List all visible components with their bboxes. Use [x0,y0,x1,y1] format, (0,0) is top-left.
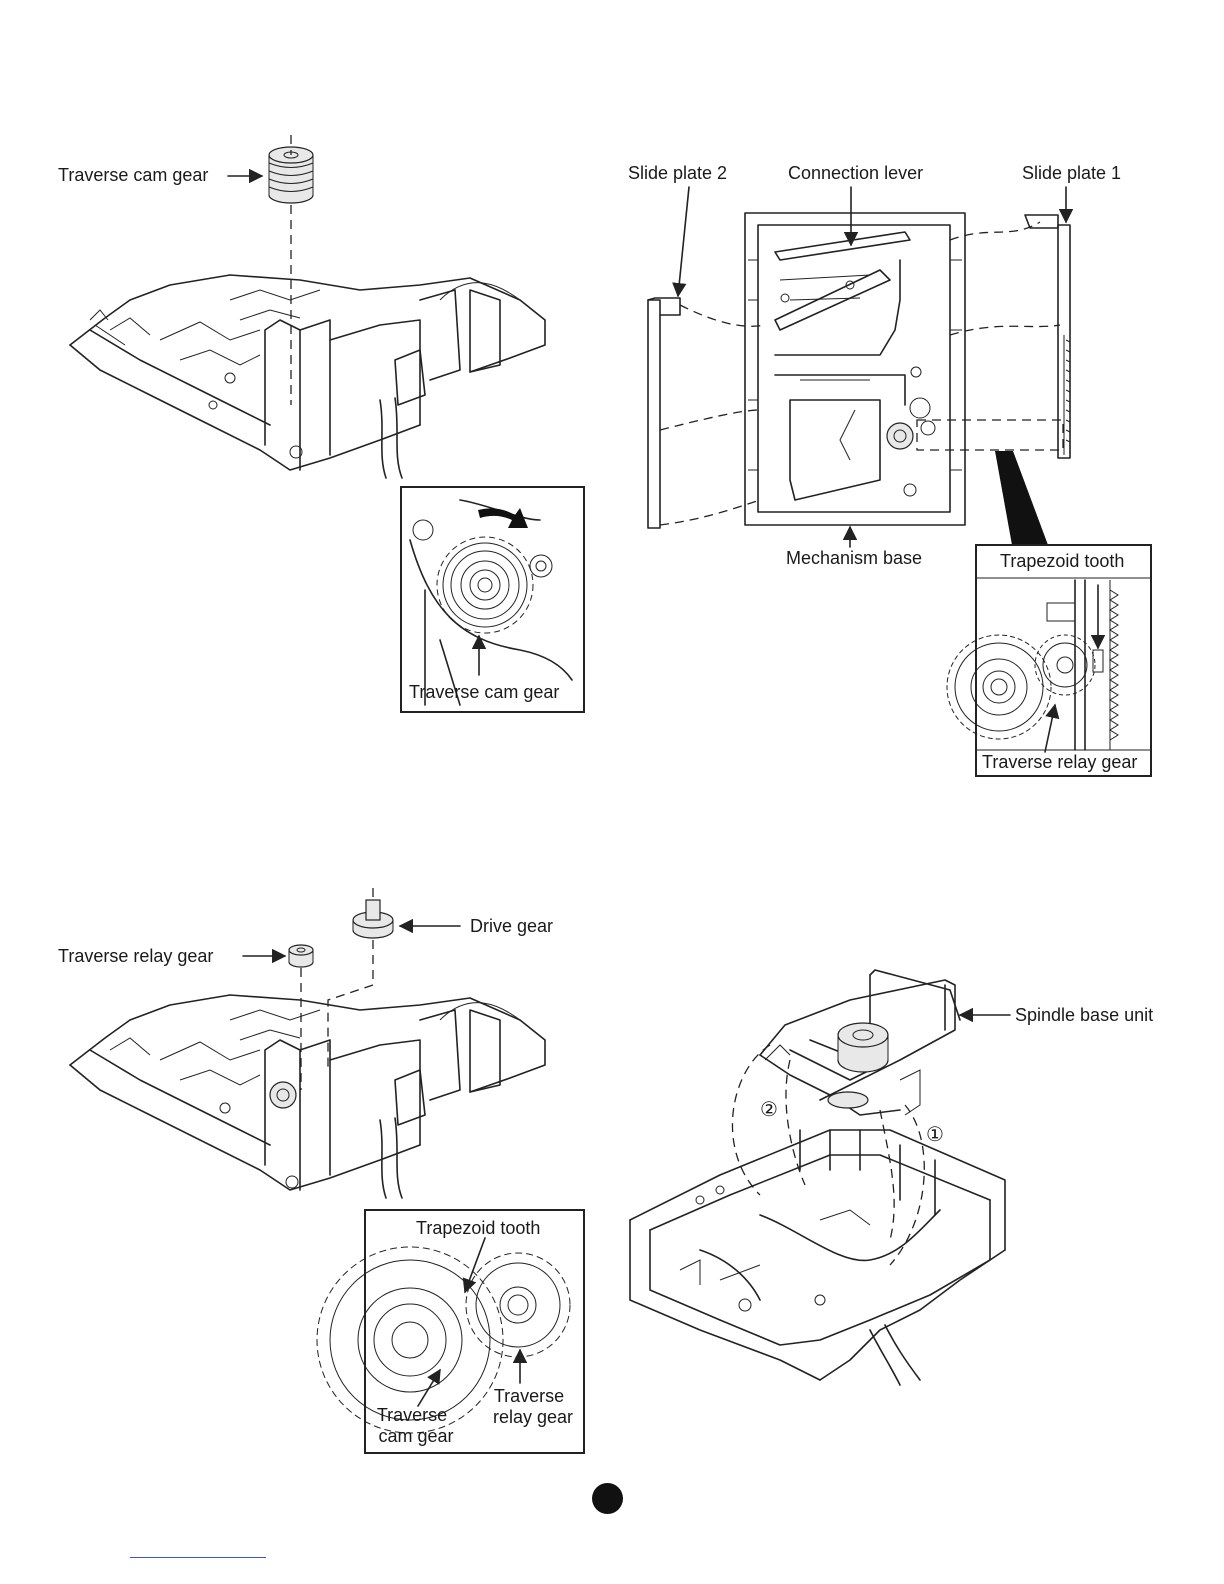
fig4-step-2-marker: ② [760,1097,778,1122]
fig4-spindle-base-unit [760,970,960,1115]
fig2-connection-lever-label: Connection lever [788,163,923,184]
fig2-slide-plate-2-label: Slide plate 2 [628,163,727,184]
fig2-mechanism-base [745,213,965,525]
fig4-mechanism-frame [630,1130,1005,1385]
fig1-traverse-cam-gear-label: Traverse cam gear [58,165,208,186]
fig3-traverse-relay-gear-part [289,945,313,1090]
fig3-drive-gear-label: Drive gear [470,916,553,937]
fig1-traverse-cam-gear-part [269,135,313,405]
footer-link-underline [130,1557,266,1558]
fig3-inset-traverse-relay-gear-label-2: relay gear [484,1407,582,1428]
fig2-mechanism-base-label: Mechanism base [786,548,922,569]
fig3-chassis [70,995,545,1198]
fig2-inset [947,545,1151,776]
fig4-spindle-base-unit-label: Spindle base unit [1015,1005,1153,1026]
fig1-chassis [70,275,545,478]
fig2-inset-traverse-relay-gear-label: Traverse relay gear [982,752,1137,773]
fig1-inset-traverse-cam-gear-label: Traverse cam gear [409,682,559,703]
fig3-inset-traverse-relay-gear-label-1: Traverse [488,1386,570,1407]
fig3-drive-gear-part [328,888,393,1070]
fig3-inset-traverse-cam-gear-label-2: cam gear [371,1426,461,1447]
fig3-inset-trapezoid-tooth-label: Trapezoid tooth [416,1218,540,1239]
fig2-inset-trapezoid-tooth-label: Trapezoid tooth [1000,551,1124,572]
fig2-slide-plate-2-arrow [678,187,689,296]
fig1-inset [401,487,584,712]
fig2-callout-wedge [995,451,1048,545]
fig3-traverse-relay-gear-label: Traverse relay gear [58,946,213,967]
fig2-slide-plate-1-label: Slide plate 1 [1022,163,1121,184]
fig3-inset-traverse-cam-gear-label-1: Traverse [371,1405,453,1426]
fig2-slide-plate-1 [1025,215,1070,458]
page-number-dot [592,1483,623,1514]
fig2-slide-plate-2 [648,298,680,528]
fig4-step-1-marker: ① [926,1122,944,1147]
